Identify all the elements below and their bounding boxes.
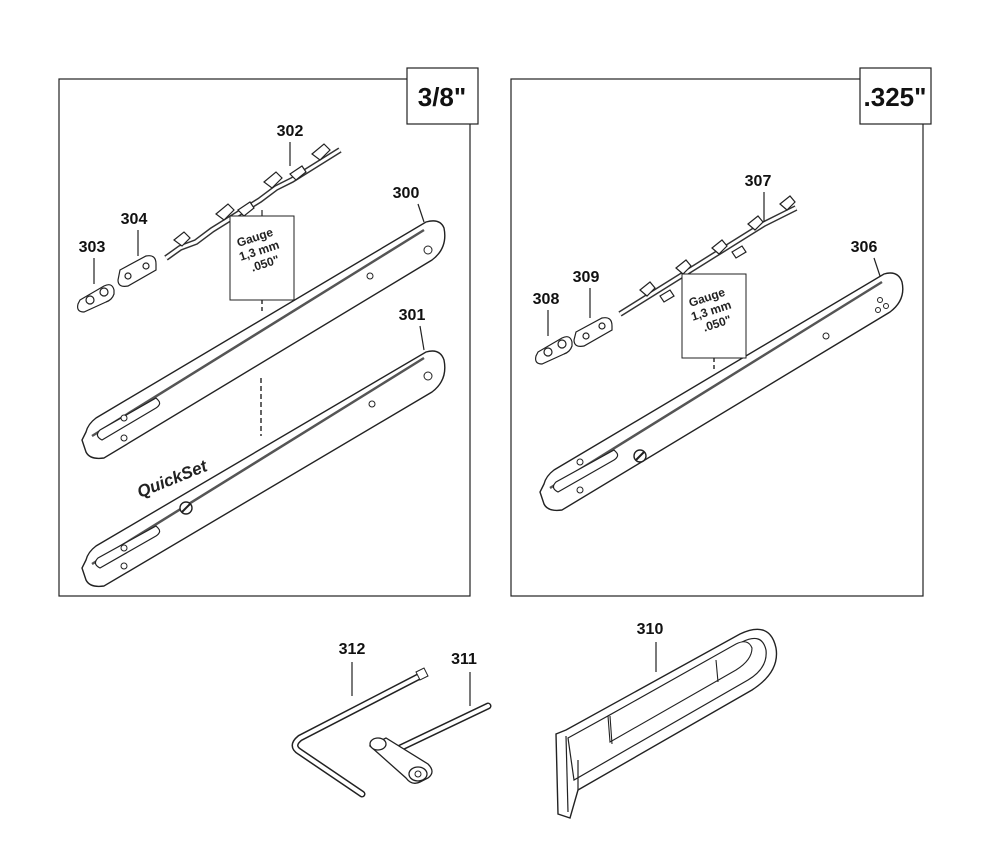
part-number-310: 310 — [637, 621, 664, 638]
panel-right: .325" — [510, 67, 932, 597]
part-number-308: 308 — [533, 291, 560, 308]
part-number-300: 300 — [393, 185, 420, 202]
pitch-label-left: 3/8" — [418, 82, 466, 112]
svg-text:Gauge 1,3 mm .050": Gauge 1,3 mm .050" — [685, 283, 740, 337]
combination-wrench-311: 311 — [368, 651, 492, 784]
connecting-link-308 — [535, 336, 573, 365]
part-number-311: 311 — [451, 651, 477, 668]
bar-cover-310: 310 — [555, 621, 778, 819]
part-number-312: 312 — [339, 641, 366, 658]
saw-chain-302 — [164, 143, 342, 261]
panel-left: 3/8" — [58, 67, 479, 597]
part-number-309: 309 — [573, 269, 600, 286]
side-link-304 — [117, 255, 157, 287]
part-number-301: 301 — [399, 307, 426, 324]
pitch-label-right: .325" — [864, 82, 927, 112]
gauge-label-left: Gauge 1,3 mm .050" — [229, 210, 295, 312]
guide-bar-301: QuickSet — [81, 350, 446, 588]
part-number-307: 307 — [745, 173, 772, 190]
connecting-link-303 — [77, 284, 115, 313]
saw-chain-307 — [618, 195, 798, 317]
gauge-label-right: Gauge 1,3 mm .050" — [681, 273, 747, 370]
side-link-309 — [573, 317, 613, 347]
part-number-302: 302 — [277, 123, 304, 140]
pitch-tag-right — [859, 67, 932, 125]
part-number-306: 306 — [851, 239, 878, 256]
pitch-tag-left — [406, 67, 479, 125]
guide-bar-300 — [81, 220, 446, 460]
part-number-303: 303 — [79, 239, 106, 256]
guide-bar-306 — [539, 272, 904, 512]
part-number-304: 304 — [121, 211, 148, 228]
hex-key-312: 312 — [291, 641, 429, 798]
